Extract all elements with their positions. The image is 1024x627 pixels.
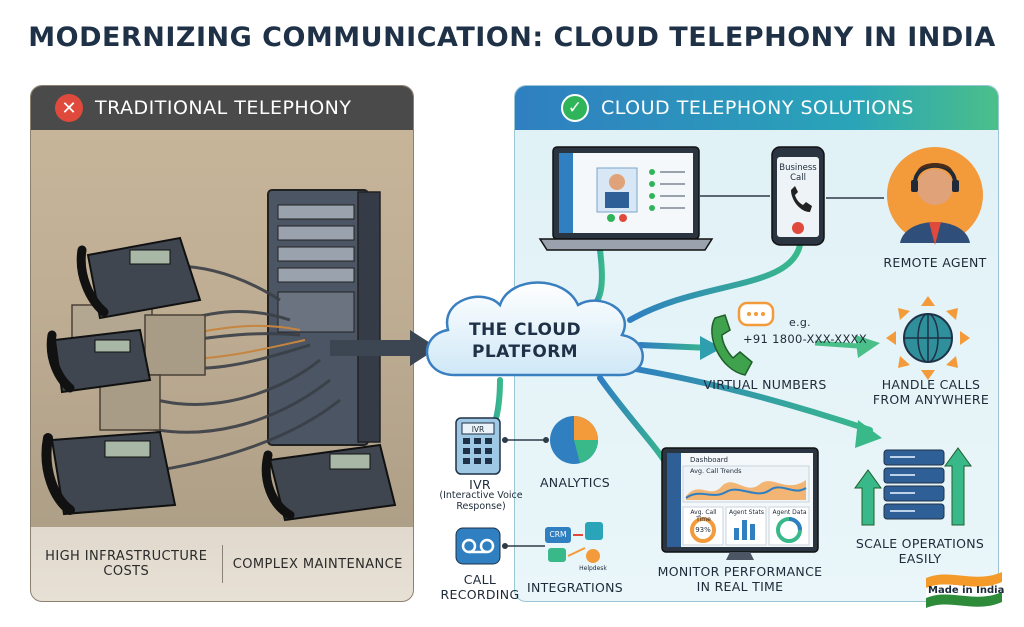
traditional-footer: HIGH INFRASTRUCTURE COSTS COMPLEX MAINTE…	[31, 527, 413, 601]
server-rack-icon	[267, 189, 381, 446]
footer-complex-maintenance: COMPLEX MAINTENANCE	[232, 556, 403, 572]
dashboard-title: Dashboard	[690, 456, 728, 464]
ivr-sub-label: (Interactive Voice Response)	[439, 490, 523, 512]
flow-arrow-icon	[700, 336, 722, 360]
monitor-performance-label: MONITOR PERFORMANCE IN REAL TIME	[657, 564, 823, 594]
number-to-globe-line	[814, 340, 859, 349]
dashboard-card2-label: Agent Stats	[729, 509, 764, 516]
traditional-header-label: TRADITIONAL TELEPHONY	[95, 97, 352, 119]
analytics-label: ANALYTICS	[539, 475, 611, 490]
handset-icon	[711, 314, 753, 376]
desk-phone-icon	[261, 443, 397, 522]
scale-arrow-icon	[944, 447, 972, 526]
check-icon: ✓	[561, 94, 589, 122]
traditional-header: ✕ TRADITIONAL TELEPHONY	[31, 86, 413, 130]
flow-arrow-icon	[855, 420, 882, 448]
dashboard-icon	[661, 447, 819, 560]
dashboard-chart-label: Avg. Call Trends	[690, 467, 742, 475]
remote-agent-label: REMOTE AGENT	[883, 255, 987, 270]
desk-phone-icon	[46, 328, 152, 394]
transition-arrow-icon	[330, 330, 438, 366]
flag-icon	[926, 572, 1002, 608]
dashboard-card3-label: Agent Data	[772, 509, 807, 516]
page-title: MODERNIZING COMMUNICATION: CLOUD TELEPHO…	[28, 22, 996, 53]
speech-bubble-icon	[737, 301, 775, 327]
crm-icon-label: CRM	[549, 530, 567, 539]
crm-icon	[545, 522, 603, 563]
laptop-icon	[538, 146, 714, 251]
x-icon: ✕	[55, 94, 83, 122]
call-recording-label: CALL RECORDING	[440, 572, 520, 602]
flow-lines	[477, 242, 873, 473]
cloud-header-label: CLOUD TELEPHONY SOLUTIONS	[601, 97, 914, 119]
equipment-box-icon	[144, 314, 206, 376]
cloud-header: ✓ CLOUD TELEPHONY SOLUTIONS	[515, 86, 998, 130]
scale-arrow-icon	[854, 469, 882, 526]
desk-phone-icon	[41, 430, 177, 516]
virtual-number-example: +91 1800-XXX-XXXX	[742, 332, 868, 346]
ivr-label: IVR	[469, 477, 491, 492]
dashboard-card1-label: Avg. Call Time	[690, 509, 717, 523]
equipment-box-icon	[99, 374, 161, 431]
globe-icon	[886, 296, 970, 380]
agent-icon	[887, 147, 983, 245]
ivr-screen-label: IVR	[471, 425, 485, 434]
handle-calls-label: HANDLE CALLS FROM ANYWHERE	[872, 377, 990, 407]
flow-arrow-icon	[855, 335, 880, 358]
cloud-icon	[425, 281, 644, 377]
server-icon	[883, 449, 945, 520]
phone-screen-label: Business Call	[779, 163, 817, 183]
integrations-label: INTEGRATIONS	[526, 580, 624, 595]
helpdesk-label: Helpdesk	[579, 565, 607, 572]
desk-phone-icon	[76, 236, 202, 320]
footer-high-costs: HIGH INFRASTRUCTURE COSTS	[45, 549, 208, 579]
virtual-numbers-label: VIRTUAL NUMBERS	[703, 377, 827, 392]
pie-chart-icon	[550, 416, 598, 464]
scale-operations-label: SCALE OPERATIONS EASILY	[855, 536, 985, 566]
voicemail-icon	[455, 527, 501, 565]
footer-divider	[221, 545, 223, 583]
phone-icon	[771, 146, 825, 246]
dashboard-card1-value: 93%	[695, 526, 711, 534]
example-prefix: e.g.	[789, 316, 811, 329]
cloud-platform-label: THE CLOUD PLATFORM	[468, 320, 582, 362]
made-in-india-label: Made in India	[928, 585, 1005, 596]
ivr-icon	[455, 417, 501, 475]
